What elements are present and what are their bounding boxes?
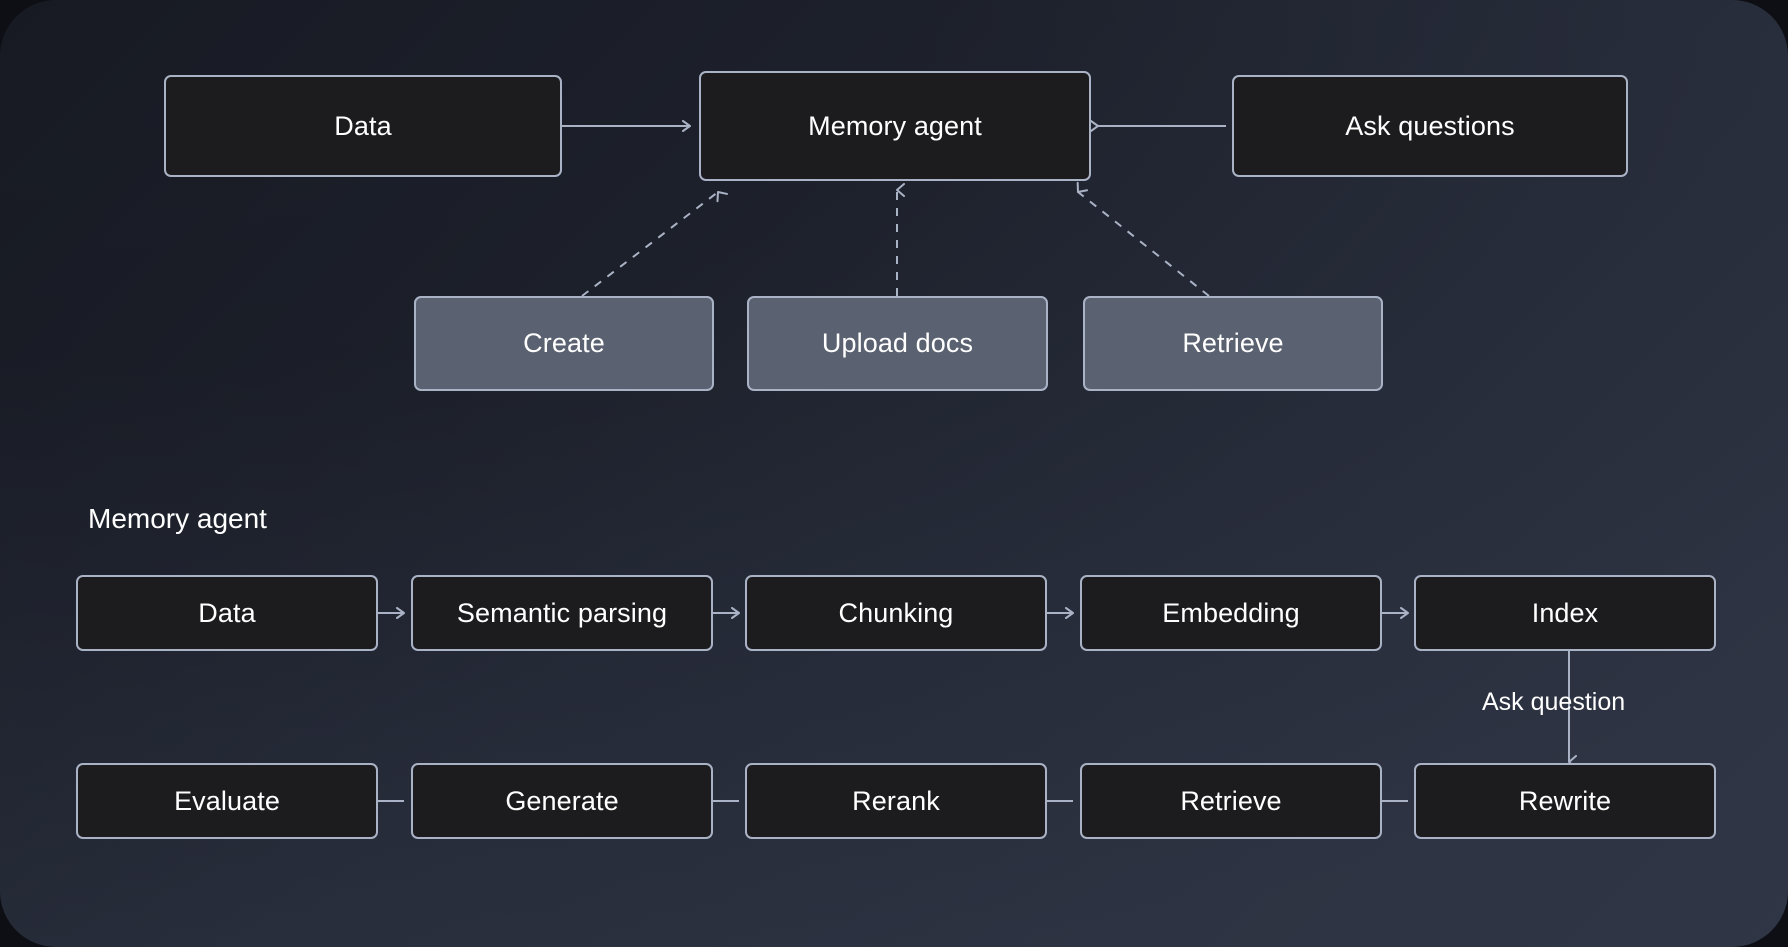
- pipeline-section-title: Memory agent: [88, 503, 267, 534]
- node-retrieve-tool[interactable]: Retrieve: [1083, 296, 1383, 391]
- node-ask-questions-label: Ask questions: [1345, 110, 1515, 141]
- node-pipeline-semantic-parsing[interactable]: Semantic parsing: [411, 575, 713, 651]
- node-data-label: Data: [334, 110, 392, 141]
- node-pipeline-data-label: Data: [198, 597, 256, 628]
- node-create-label: Create: [523, 328, 605, 358]
- node-memory-agent[interactable]: Memory agent: [699, 71, 1091, 181]
- edge-label-ask-question: Ask question: [1482, 688, 1626, 716]
- node-retrieve-tool-label: Retrieve: [1182, 328, 1284, 358]
- node-pipeline-semantic-parsing-label: Semantic parsing: [456, 597, 668, 628]
- node-pipeline-retrieve-label: Retrieve: [1180, 785, 1282, 816]
- node-pipeline-embedding-label: Embedding: [1162, 597, 1300, 628]
- node-pipeline-index-label: Index: [1531, 597, 1599, 628]
- node-pipeline-chunking-label: Chunking: [838, 597, 954, 628]
- node-pipeline-evaluate[interactable]: Evaluate: [76, 763, 378, 839]
- node-pipeline-rerank[interactable]: Rerank: [745, 763, 1047, 839]
- node-memory-agent-label: Memory agent: [808, 110, 982, 141]
- node-pipeline-generate-label: Generate: [505, 785, 619, 816]
- node-upload-docs-label: Upload docs: [821, 328, 974, 358]
- node-create[interactable]: Create: [414, 296, 714, 391]
- node-data[interactable]: Data: [164, 75, 562, 177]
- node-pipeline-retrieve[interactable]: Retrieve: [1080, 763, 1382, 839]
- node-pipeline-data[interactable]: Data: [76, 575, 378, 651]
- node-pipeline-rewrite-label: Rewrite: [1518, 785, 1612, 816]
- node-pipeline-chunking[interactable]: Chunking: [745, 575, 1047, 651]
- node-pipeline-rerank-label: Rerank: [852, 785, 940, 816]
- node-pipeline-embedding[interactable]: Embedding: [1080, 575, 1382, 651]
- node-ask-questions[interactable]: Ask questions: [1232, 75, 1628, 177]
- node-pipeline-evaluate-label: Evaluate: [174, 785, 280, 816]
- node-pipeline-index[interactable]: Index: [1414, 575, 1716, 651]
- node-pipeline-generate[interactable]: Generate: [411, 763, 713, 839]
- node-upload-docs[interactable]: Upload docs: [747, 296, 1048, 391]
- node-pipeline-rewrite[interactable]: Rewrite: [1414, 763, 1716, 839]
